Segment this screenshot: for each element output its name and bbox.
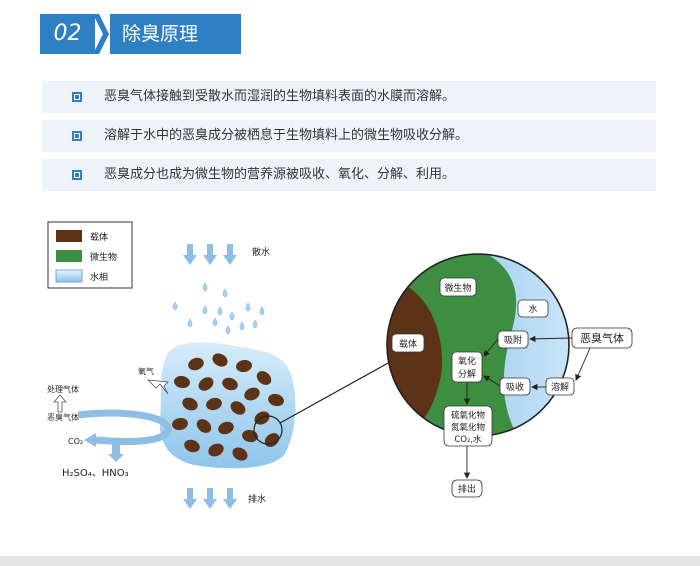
products-line-1: 硫氧化物 [451,410,486,421]
water-tag [517,299,549,318]
swirl-arrowhead [84,433,96,447]
section-number: 02 [40,14,95,54]
adsorb-label: 吸附 [504,334,522,346]
carrier-label: 载体 [399,338,417,350]
legend-swatch-carrier [56,230,82,242]
oxygen-label: 氧气 [138,366,154,376]
section-header: 02 除臭原理 [40,14,241,54]
water-label: 水 [528,303,537,315]
drain-arrows [183,488,237,509]
microbe-label: 微生物 [444,282,471,294]
magnify-connector [279,361,391,424]
absorb-tag [499,377,531,396]
bullet-item: 溶解于水中的恶臭成分被栖息于生物填料上的微生物吸收分解。 [42,120,656,152]
bullet-item: 恶臭气体接触到受散水而湿润的生物填料表面的水膜而溶解。 [42,81,656,113]
bullet-text: 恶臭成分也成为微生物的营养源被吸收、氧化、分解、利用。 [104,167,456,182]
up-arrow-icon [53,394,67,413]
spray-arrows [183,244,237,265]
water-droplets [172,282,265,335]
products-line-2: 氮氧化物 [451,422,486,433]
spray-label: 散水 [252,246,270,258]
legend-label-microbe: 微生物 [90,251,117,263]
microbe-tag [439,277,477,297]
discharge-tag [451,479,483,498]
oxygen-arrow-icon [146,379,169,395]
oxidize-label-1: 氧化 [458,355,476,367]
gas-flow-swirl [77,409,172,445]
dissolve-tag [545,377,575,396]
legend-label-carrier: 载体 [90,231,108,243]
down-arrow-icon [108,444,124,462]
bullet-square-icon [72,131,82,141]
acids-label: H₂SO₄、HNO₃ [62,468,129,479]
legend-swatch-microbe [56,250,82,262]
bullet-square-icon [72,170,82,180]
section-title: 除臭原理 [110,14,241,54]
absorb-label: 吸收 [506,381,524,393]
bullet-square-icon [72,92,82,102]
co2-label: CO₂ [68,437,83,446]
foul-gas-circle-label: 恶臭气体 [580,331,624,345]
products-tag [443,405,493,447]
legend: 载体 微生物 水相 [47,221,133,289]
drain-label: 排水 [248,493,266,505]
bullet-text: 溶解于水中的恶臭成分被栖息于生物填料上的微生物吸收分解。 [104,128,469,143]
oxidize-label-2: 分解 [458,368,476,380]
treated-gas-label: 处理气体 [47,384,79,394]
discharge-label: 排出 [458,483,476,495]
chevron-right-icon [93,14,109,54]
magnify-circle [253,415,283,445]
bullet-text: 恶臭气体接触到受散水而湿润的生物填料表面的水膜而溶解。 [104,89,456,104]
foul-gas-label: 恶臭气体 [47,412,79,422]
carrier-tag [391,333,425,353]
mechanism-arrows [463,335,591,479]
footer-band [0,556,700,566]
legend-swatch-water [55,269,83,283]
dissolve-label: 溶解 [551,381,569,393]
legend-label-water: 水相 [90,271,108,283]
bullet-item: 恶臭成分也成为微生物的营养源被吸收、氧化、分解、利用。 [42,159,656,191]
products-line-3: CO₂,水 [454,434,482,445]
